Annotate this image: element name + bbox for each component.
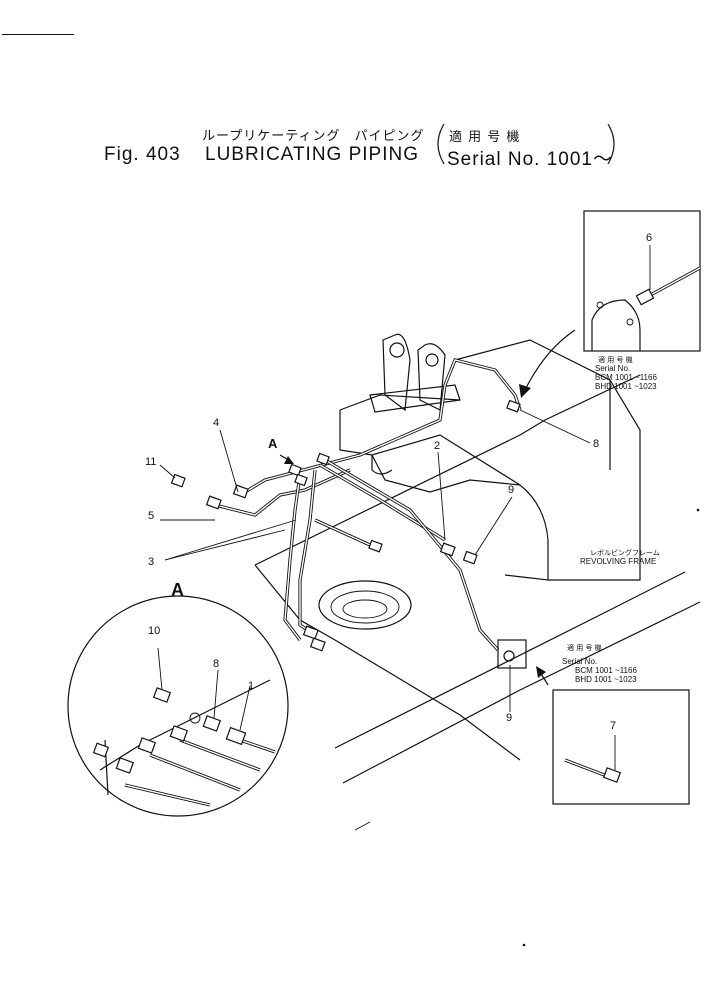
inset-bottom-serial-line1: BCM 1001 ~1166: [575, 666, 637, 675]
callout-leaders: [159, 245, 651, 770]
serial-bracket-parens: [437, 123, 615, 165]
view-a-arrow: [279, 454, 294, 464]
inset-top-serial-line2: BHD 1001 ~1023: [595, 382, 657, 391]
callout-9-lower: 9: [506, 712, 513, 724]
lube-pipes: [214, 358, 522, 652]
callout-1: 1: [248, 680, 255, 692]
boom-bracket-body: [339, 333, 641, 581]
callout-7: 7: [610, 720, 617, 732]
inset-top-box: [583, 210, 701, 352]
callout-8-main: 8: [593, 438, 600, 450]
serial-bracket: [430, 120, 620, 168]
view-a-detail-circle: [67, 595, 289, 817]
inset-bottom-serial-line2: BHD 1001 ~1023: [575, 675, 637, 684]
title-japanese-applicable: 適 用 号 機: [449, 130, 521, 145]
callout-8-detail: 8: [213, 658, 220, 670]
callout-6: 6: [646, 232, 653, 244]
callout-5: 5: [148, 510, 155, 522]
callout-3: 3: [148, 556, 155, 568]
page-title: LUBRICATING PIPING: [205, 144, 420, 165]
figure-number: Fig. 403: [104, 144, 181, 165]
revolving-frame-outline: [254, 374, 701, 831]
inset-top-japanese: 適 用 号 機: [598, 356, 633, 364]
callout-10: 10: [148, 625, 161, 637]
revolving-frame-label: REVOLVING FRAME: [580, 557, 657, 566]
header-rule: [2, 34, 74, 35]
inset-bottom-japanese: 適 用 号 機: [567, 644, 602, 652]
callout-4: 4: [213, 417, 220, 429]
serial-range: Serial No. 1001～: [447, 149, 613, 170]
revolving-frame-japanese: レボルビングフレーム: [590, 549, 660, 557]
inset-top-serial-line1: BCM 1001 ~1166: [595, 373, 657, 382]
inset-pointer-arrow: [519, 329, 576, 686]
callout-2: 2: [434, 440, 441, 452]
callout-11: 11: [145, 456, 157, 468]
inset-bottom-box: [552, 689, 690, 805]
view-a-arrow-label: A: [268, 436, 278, 451]
view-a-title: A: [171, 580, 184, 600]
title-japanese: ループリケーティング パイピング: [202, 129, 425, 144]
inset-bottom-serial-label: Serial No.: [562, 657, 598, 666]
pipe-fittings: [170, 399, 521, 652]
inset-top-serial-label: Serial No.: [595, 364, 631, 373]
callout-9-upper: 9: [508, 484, 515, 496]
lower-fitting-box: [497, 639, 527, 669]
